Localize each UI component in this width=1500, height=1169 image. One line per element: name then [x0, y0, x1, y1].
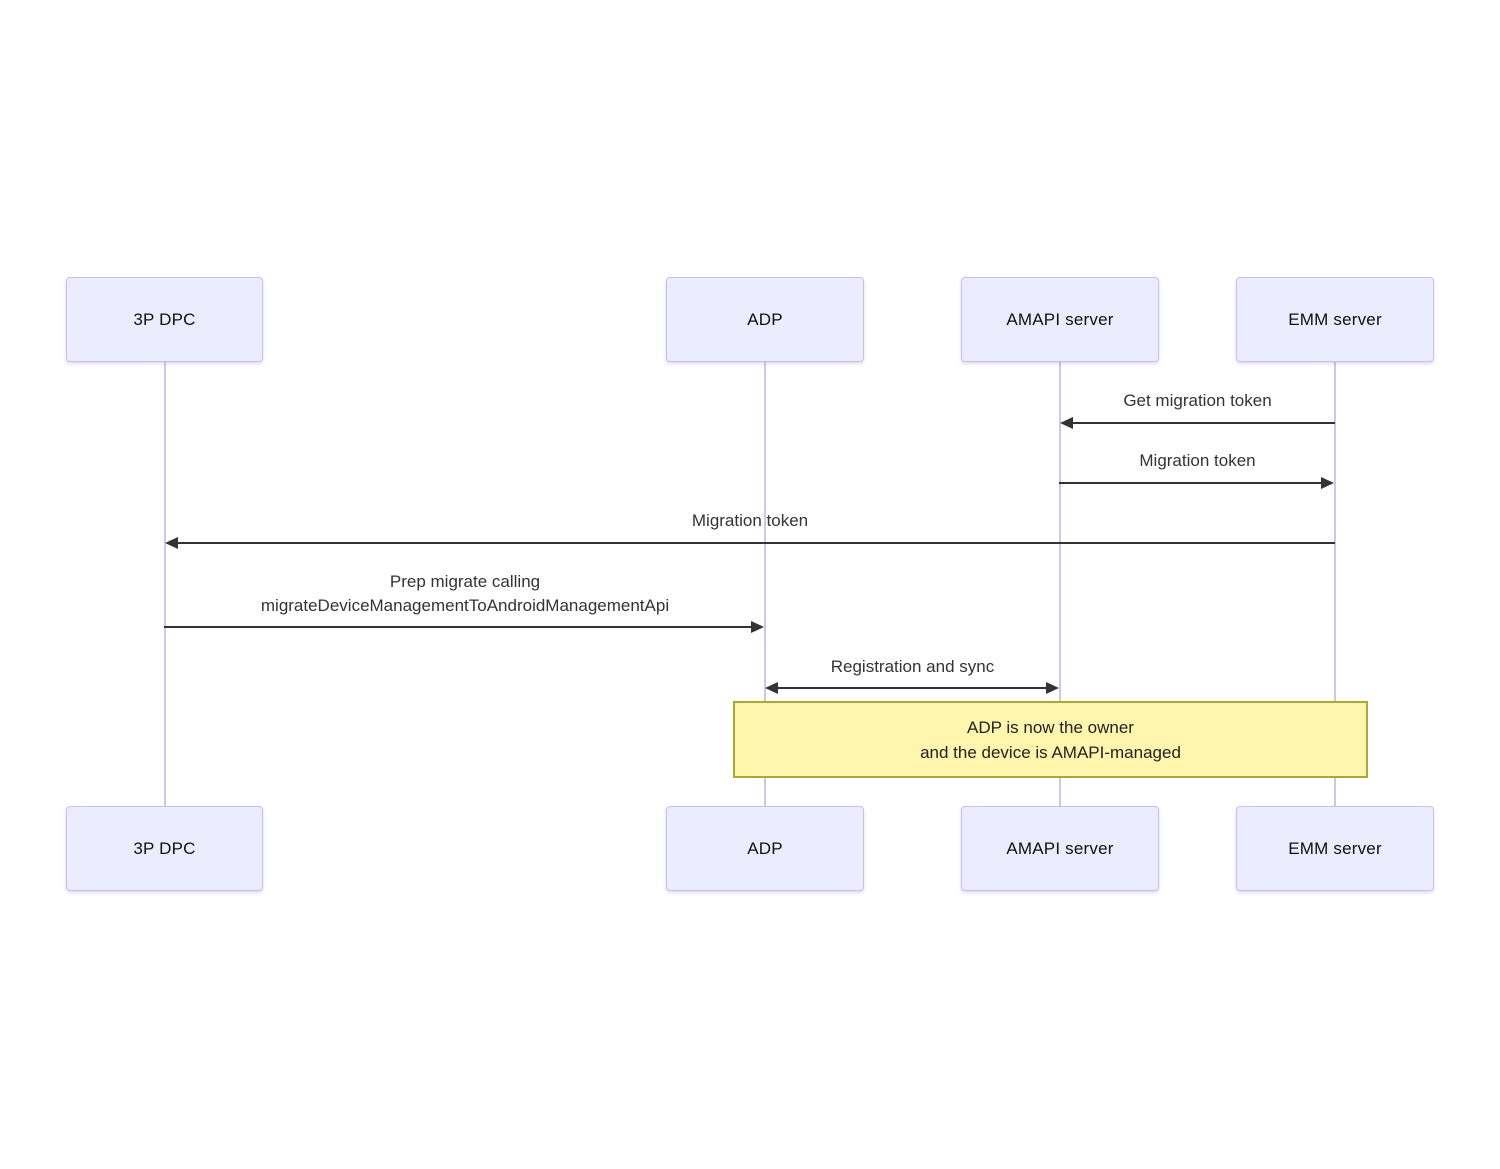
- lifeline-emm-server: [1334, 362, 1336, 806]
- note-line1: ADP is now the owner: [967, 718, 1134, 737]
- lifeline-3p-dpc: [163, 362, 166, 806]
- message-line: [778, 687, 1046, 689]
- arrowhead-right-icon: [1046, 682, 1059, 694]
- actor-label: 3P DPC: [133, 309, 196, 329]
- actor-bottom-3p-dpc: 3P DPC: [66, 806, 263, 891]
- arrowhead-right-icon: [1321, 477, 1334, 489]
- actor-label: EMM server: [1288, 838, 1382, 858]
- actor-label: ADP: [747, 309, 783, 329]
- actor-bottom-adp: ADP: [666, 806, 864, 891]
- note-adp-owner: ADP is now the owner and the device is A…: [733, 701, 1368, 778]
- message-label-line1: Prep migrate calling: [389, 572, 541, 591]
- message-label-get-migration-token: Get migration token: [1123, 391, 1272, 410]
- actor-label: EMM server: [1288, 309, 1382, 329]
- arrowhead-left-icon: [1060, 417, 1073, 429]
- message-line: [1073, 422, 1335, 424]
- message-label-line2: migrateDeviceManagementToAndroidManageme…: [260, 596, 670, 615]
- note-line2: and the device is AMAPI-managed: [920, 743, 1181, 762]
- message-line: [164, 626, 751, 628]
- lifeline-adp: [764, 362, 766, 806]
- actor-top-amapi-server: AMAPI server: [961, 277, 1159, 362]
- message-label-migration-token: Migration token: [1139, 451, 1256, 470]
- arrowhead-left-icon: [165, 537, 178, 549]
- message-label-migration-token-long: Migration token: [691, 511, 809, 530]
- actor-label: ADP: [747, 838, 783, 858]
- message-label-prep-migrate: Prep migrate calling migrateDeviceManage…: [165, 570, 765, 618]
- actor-label: 3P DPC: [133, 838, 196, 858]
- arrowhead-right-icon: [751, 621, 764, 633]
- arrowhead-left-icon: [765, 682, 778, 694]
- actor-top-emm-server: EMM server: [1236, 277, 1434, 362]
- actor-bottom-amapi-server: AMAPI server: [961, 806, 1159, 891]
- actor-top-3p-dpc: 3P DPC: [66, 277, 263, 362]
- message-line: [178, 542, 1335, 544]
- message-line: [1059, 482, 1321, 484]
- message-label-registration-sync: Registration and sync: [830, 657, 995, 676]
- actor-bottom-emm-server: EMM server: [1236, 806, 1434, 891]
- lifeline-amapi-server: [1059, 362, 1061, 806]
- actor-label: AMAPI server: [1006, 838, 1114, 858]
- actor-label: AMAPI server: [1006, 309, 1114, 329]
- actor-top-adp: ADP: [666, 277, 864, 362]
